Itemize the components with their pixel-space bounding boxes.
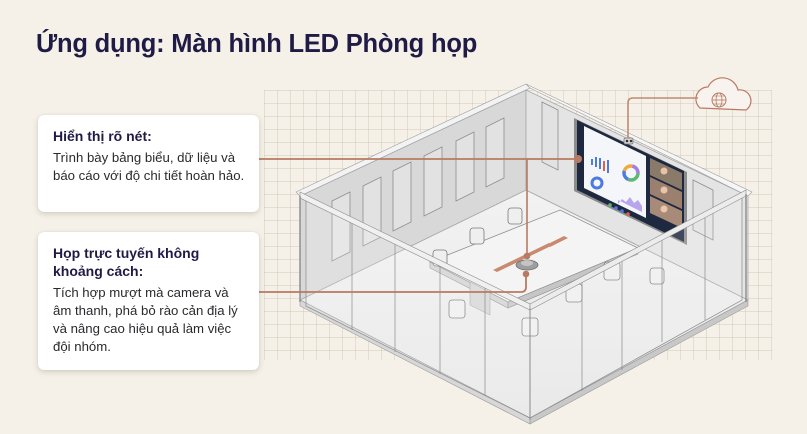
area-chart-icon <box>618 197 642 212</box>
glass-partitions <box>305 195 743 419</box>
feature-title: Hiển thị rõ nét: <box>53 128 152 144</box>
participant-video-2 <box>650 177 682 209</box>
speakerphone-icon <box>515 259 539 271</box>
feature-description: Trình bày bảng biểu, dữ liệu và báo cáo … <box>53 150 245 183</box>
connector-display <box>259 155 582 260</box>
camera-icon <box>623 137 634 145</box>
bar-chart-icon <box>591 157 609 173</box>
page-title: Ứng dụng: Màn hình LED Phòng họp <box>36 30 478 58</box>
cloud-connector-line <box>627 97 698 138</box>
donut-chart-small-icon <box>590 176 604 190</box>
feature-title: Họp trực tuyến không khoảng cách: <box>53 245 200 279</box>
conference-table <box>429 209 639 316</box>
participant-video-1 <box>650 158 682 190</box>
feature-card-display: Hiển thị rõ nét: Trình bày bảng biểu, dữ… <box>38 115 259 212</box>
connector-conference <box>259 270 530 293</box>
glass-top-rail <box>299 189 747 420</box>
led-display <box>574 118 687 245</box>
table-cable-tray <box>493 243 553 272</box>
acoustic-panels <box>331 101 714 262</box>
feature-description: Tích hợp mượt mà camera và âm thanh, phá… <box>53 285 238 354</box>
feature-card-online-meeting: Họp trực tuyến không khoảng cách: Tích h… <box>38 232 259 370</box>
participant-video-3 <box>650 196 682 228</box>
cloud-globe-icon <box>695 77 752 111</box>
dashboard-panel <box>584 126 646 218</box>
